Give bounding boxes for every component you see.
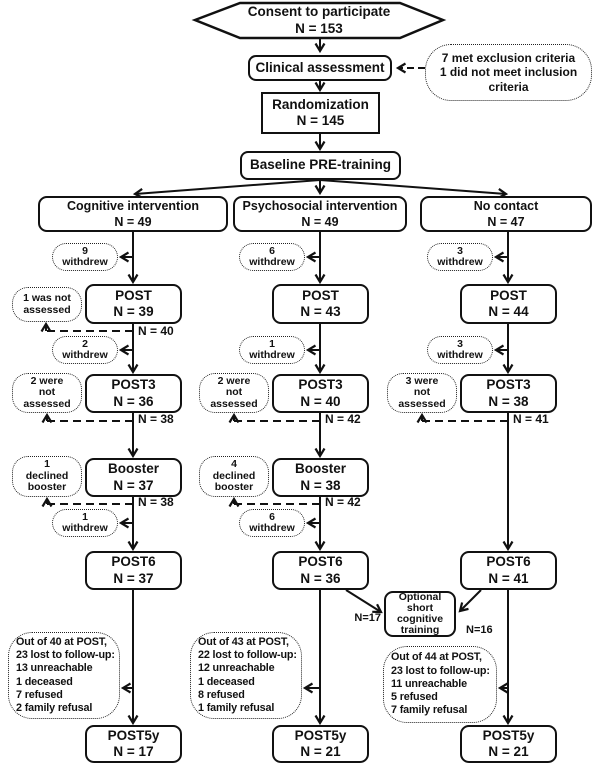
- flow-arrows: [40, 1, 514, 726]
- n-count-label: N = 40: [138, 324, 174, 338]
- n-count-label: N = 42: [325, 495, 361, 509]
- post3-box: POST3 N = 38: [460, 374, 557, 413]
- withdrew-oval: 6 withdrew: [239, 509, 305, 537]
- declined-booster-oval: 4 declined booster: [199, 456, 269, 497]
- withdrew-oval: 3 withdrew: [427, 243, 493, 271]
- post-box: POST N = 43: [272, 284, 369, 324]
- post6-box: POST6 N = 36: [272, 551, 369, 590]
- lost-to-followup-oval: Out of 43 at POST, 22 lost to follow-up:…: [190, 632, 302, 719]
- withdrew-oval: 6 withdrew: [239, 243, 305, 271]
- group-box-psychosocial: Psychosocial intervention N = 49: [233, 196, 407, 232]
- declined-booster-oval: 1 declined booster: [12, 456, 82, 497]
- post5y-box: POST5y N = 17: [85, 725, 182, 763]
- withdrew-oval: 3 withdrew: [427, 336, 493, 364]
- post3-box: POST3 N = 36: [85, 374, 182, 413]
- group-box-cognitive: Cognitive intervention N = 49: [38, 196, 228, 232]
- post6-box: POST6 N = 41: [460, 551, 557, 590]
- baseline-pre-training-box: Baseline PRE-training: [240, 151, 401, 180]
- not-assessed-oval: 2 were not assessed: [199, 373, 269, 413]
- n-count-label: N = 38: [138, 412, 174, 426]
- group-box-no-contact: No contact N = 47: [420, 196, 592, 232]
- post-box: POST N = 39: [85, 284, 182, 324]
- withdrew-oval: 9 withdrew: [52, 243, 118, 271]
- n-count-label: N=17: [354, 611, 381, 624]
- lost-to-followup-oval: Out of 44 at POST, 23 lost to follow-up:…: [383, 646, 497, 723]
- not-assessed-oval: 2 were not assessed: [12, 373, 82, 413]
- not-assessed-oval: 1 was not assessed: [12, 287, 82, 322]
- n-count-label: N = 38: [138, 495, 174, 509]
- randomization-box: Randomization N = 145: [261, 92, 380, 134]
- consent-node: Consent to participate N = 153: [247, 4, 391, 36]
- booster-box: Booster N = 37: [85, 458, 182, 497]
- post5y-box: POST5y N = 21: [460, 725, 557, 763]
- n-count-label: N = 42: [325, 412, 361, 426]
- not-assessed-oval: 3 were not assessed: [387, 373, 457, 413]
- post-box: POST N = 44: [460, 284, 557, 324]
- booster-box: Booster N = 38: [272, 458, 369, 497]
- withdrew-oval: 1 withdrew: [239, 336, 305, 364]
- clinical-assessment-box: Clinical assessment: [248, 55, 392, 81]
- post5y-box: POST5y N = 21: [272, 725, 369, 763]
- consent-hexagon-shape: [191, 1, 447, 40]
- lost-to-followup-oval: Out of 40 at POST, 23 lost to follow-up:…: [8, 632, 120, 719]
- optional-training-box: Optional short cognitive training: [384, 591, 456, 637]
- withdrew-oval: 1 withdrew: [52, 509, 118, 537]
- post6-box: POST6 N = 37: [85, 551, 182, 590]
- n-count-label: N = 41: [513, 412, 549, 426]
- n-count-label: N=16: [466, 623, 493, 636]
- post3-box: POST3 N = 40: [272, 374, 369, 413]
- withdrew-oval: 2 withdrew: [52, 336, 118, 364]
- exclusion-note-oval: 7 met exclusion criteria 1 did not meet …: [425, 44, 592, 101]
